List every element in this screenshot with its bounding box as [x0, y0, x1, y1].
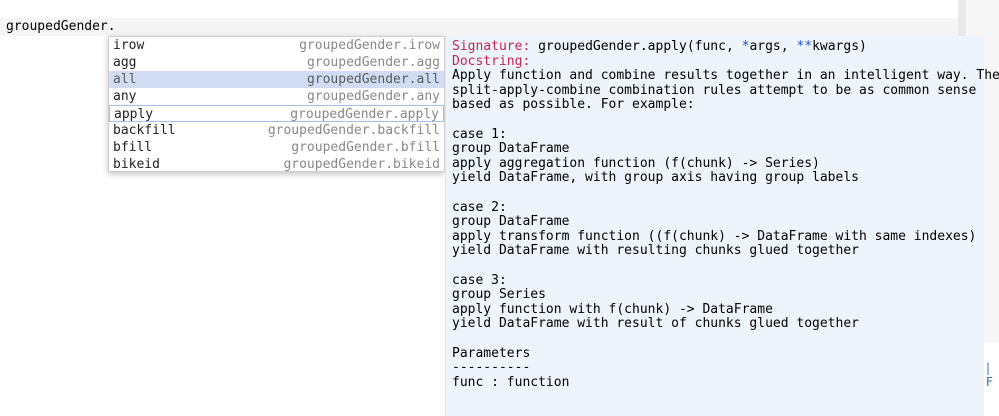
completion-popup: irow groupedGender.irow agg groupedGende… [108, 36, 445, 172]
doc-line: Apply function and combine results toget… [452, 68, 999, 84]
documentation-panel: Signature: groupedGender.apply(func, *ar… [446, 36, 999, 416]
completion-item-irow[interactable]: irow groupedGender.irow [109, 37, 444, 54]
doc-line: yield DataFrame with result of chunks gl… [452, 316, 859, 332]
doc-line: func : function [452, 374, 570, 390]
doc-line: apply aggregation function (f(chunk) -> … [452, 155, 820, 171]
doc-line: group Series [452, 287, 546, 303]
doc-line: group DataFrame [452, 214, 570, 230]
completion-label: backfill [113, 123, 176, 138]
completion-label: bfill [113, 140, 153, 155]
completion-label: apply [114, 107, 154, 122]
completion-type: groupedGender.bikeid [283, 157, 440, 172]
code-text[interactable]: groupedGender. [6, 19, 116, 34]
completion-item-bikeid[interactable]: bikeid groupedGender.bikeid [109, 156, 444, 173]
code-cell-input[interactable] [0, 18, 958, 36]
completion-item-all[interactable]: all groupedGender.all [109, 71, 444, 88]
completion-label: any [113, 89, 137, 104]
doc-line: group DataFrame [452, 141, 570, 157]
doc-line: apply function with f(chunk) -> DataFram… [452, 301, 773, 317]
completion-type: groupedGender.irow [299, 38, 440, 53]
completion-item-agg[interactable]: agg groupedGender.agg [109, 54, 444, 71]
completion-type: groupedGender.backfill [267, 123, 440, 138]
signature-label: Signature: [452, 39, 531, 54]
doc-line: case 1: [452, 126, 507, 142]
doc-line: apply transform function ((f(chunk) -> D… [452, 228, 977, 244]
doc-line: yield DataFrame, with group axis having … [452, 170, 859, 186]
output-area-top [0, 0, 958, 18]
completion-type: groupedGender.agg [306, 55, 440, 70]
completion-label: all [113, 72, 137, 87]
args-text: args, [749, 39, 797, 54]
completion-label: irow [113, 38, 145, 53]
completion-label: agg [113, 55, 137, 70]
signature-text: groupedGender.apply(func, [530, 39, 742, 54]
doc-line: case 3: [452, 272, 507, 288]
signature-line: Signature: groupedGender.apply(func, *ar… [452, 39, 867, 55]
kwargs-star: ** [796, 39, 813, 54]
completion-item-bfill[interactable]: bfill groupedGender.bfill [109, 139, 444, 156]
completion-item-backfill[interactable]: backfill groupedGender.backfill [109, 122, 444, 139]
doc-line: case 2: [452, 199, 507, 215]
completion-item-apply[interactable]: apply groupedGender.apply [109, 105, 444, 122]
completion-type: groupedGender.bfill [291, 140, 440, 155]
docstring-label: Docstring: [452, 53, 531, 69]
args-star: * [741, 39, 750, 54]
side-panel-label: | F [986, 361, 993, 389]
doc-line: split-apply-combine combination rules at… [452, 82, 977, 98]
doc-line: Parameters [452, 345, 531, 361]
doc-line: ---------- [452, 360, 531, 376]
completion-type: groupedGender.apply [290, 107, 439, 122]
doc-line: based as possible. For example: [452, 97, 695, 113]
completion-item-any[interactable]: any groupedGender.any [109, 88, 444, 105]
completion-label: bikeid [113, 157, 160, 172]
doc-line: yield DataFrame with resulting chunks gl… [452, 243, 859, 259]
completion-type: groupedGender.any [306, 89, 440, 104]
kwargs-text: kwargs) [812, 39, 867, 54]
side-panel-lower [984, 343, 999, 416]
completion-type: groupedGender.all [306, 72, 440, 87]
